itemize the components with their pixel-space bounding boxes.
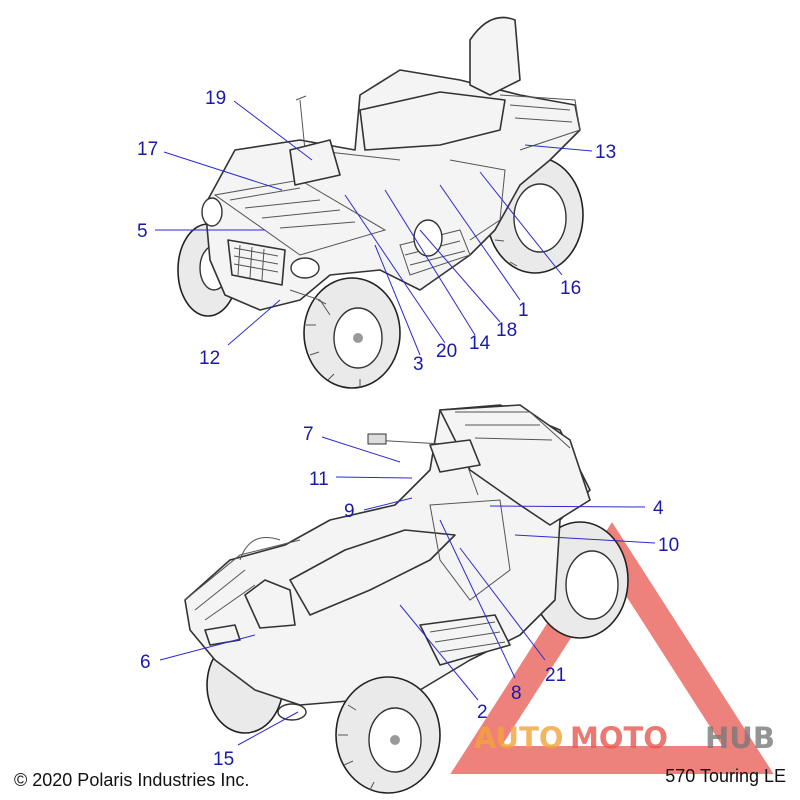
watermark-hub: HUB (705, 721, 775, 755)
callout-2: 2 (477, 702, 488, 723)
callout-17: 17 (137, 139, 158, 160)
callout-7: 7 (303, 424, 314, 445)
callout-14: 14 (469, 333, 491, 354)
wheel-rear-left-bottom (335, 676, 441, 794)
copyright-text: © 2020 Polaris Industries Inc. (14, 770, 250, 790)
callout-9: 9 (344, 501, 355, 522)
model-label: 570 Touring LE (665, 766, 786, 786)
callout-20: 20 (436, 341, 457, 362)
callout-11: 11 (309, 469, 329, 490)
callout-13: 13 (595, 142, 616, 163)
callout-5: 5 (137, 221, 148, 242)
callout-21: 21 (545, 665, 566, 686)
watermark-text: AUTO MOTO HUB (474, 721, 775, 755)
callout-10: 10 (658, 535, 679, 556)
watermark-auto: AUTO (474, 721, 564, 755)
callout-4: 4 (653, 498, 664, 519)
callout-3: 3 (413, 354, 424, 375)
watermark-logo (450, 522, 774, 774)
callout-numbers: 19 17 5 12 3 20 14 18 1 16 13 7 11 9 4 1… (137, 88, 679, 770)
callout-8: 8 (511, 683, 522, 704)
watermark-moto: MOTO (570, 721, 668, 755)
callout-12: 12 (199, 348, 220, 369)
callout-16: 16 (560, 278, 581, 299)
callout-18: 18 (496, 320, 517, 341)
atv-front-view (177, 16, 584, 389)
wheel-front-left-top (303, 277, 401, 389)
callout-15: 15 (213, 749, 234, 770)
leader-lines (155, 100, 656, 746)
atv-rear-view (184, 404, 629, 794)
callout-6: 6 (140, 652, 151, 673)
callout-19: 19 (205, 88, 226, 109)
callout-1: 1 (518, 300, 529, 321)
